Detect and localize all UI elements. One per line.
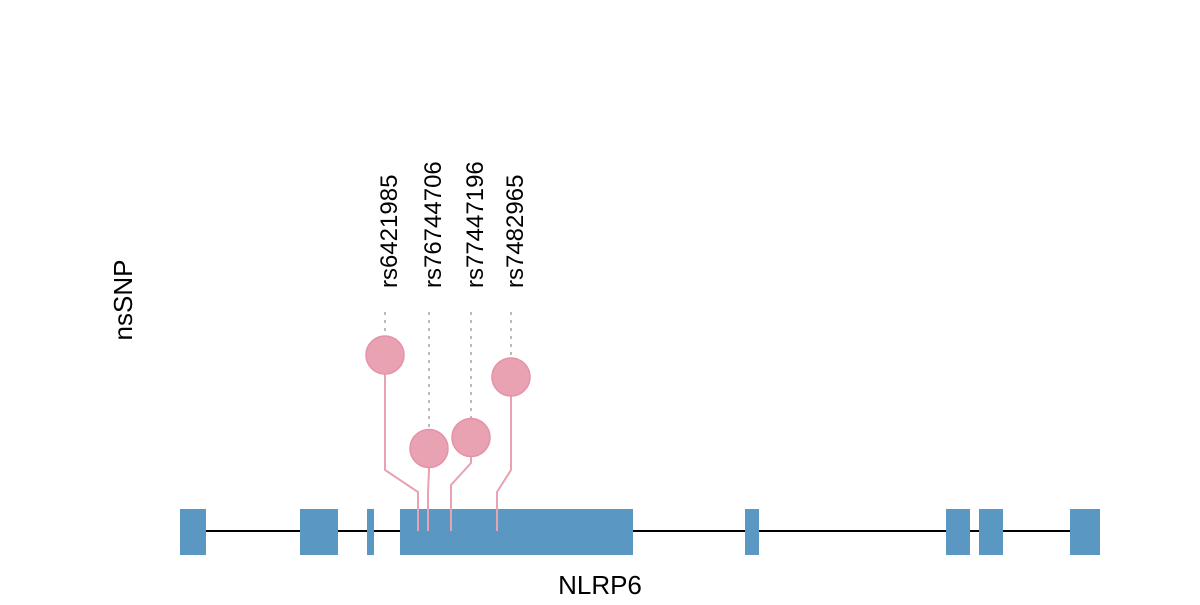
snp-point: [409, 428, 449, 469]
snp-point: [365, 335, 405, 375]
snp-lollipop: rs7482965: [491, 175, 531, 531]
exon: [745, 509, 759, 555]
snp-stem: [384, 355, 419, 531]
snp-label: rs7482965: [502, 175, 529, 288]
y-axis-label: nsSNP: [108, 260, 138, 341]
exon: [180, 509, 206, 555]
snp-label: rs76744706: [420, 161, 447, 288]
exon: [367, 509, 374, 555]
snp-lollipop: rs6421985: [365, 175, 419, 531]
exon: [400, 509, 633, 555]
snp-lollipop: rs77447196: [450, 161, 491, 531]
snp-point: [491, 357, 531, 397]
exon: [979, 509, 1003, 555]
gene-label: NLRP6: [558, 570, 642, 600]
snp-point: [451, 417, 491, 458]
gene-track: [180, 509, 1100, 555]
exon: [946, 509, 970, 555]
exon: [300, 509, 338, 555]
snp-lollipop: rs76744706: [409, 161, 449, 531]
snp-label: rs77447196: [462, 161, 489, 288]
snp-stem: [496, 377, 512, 531]
exon: [1070, 509, 1100, 555]
snp-label: rs6421985: [376, 175, 403, 288]
snp-track: rs6421985 rs76744706 rs77447196 rs7482965: [365, 161, 531, 531]
